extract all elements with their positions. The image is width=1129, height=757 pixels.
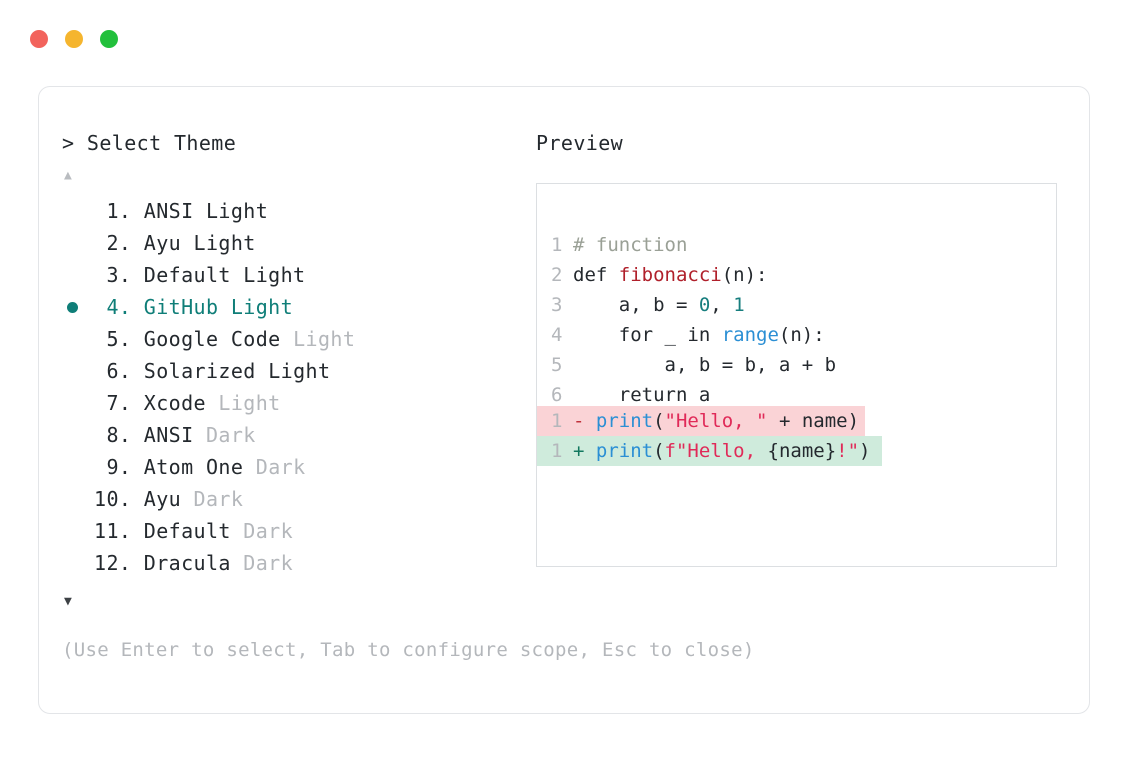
theme-variant-label: Light (268, 359, 331, 383)
diff-line-add: 1 + print(f"Hello, {name}!") (537, 436, 883, 466)
selector-prompt: > Select Theme (62, 131, 237, 155)
code-token: , (710, 294, 734, 316)
code-line: 4 for _ in range(n): (551, 320, 836, 350)
code-token: return a (573, 384, 711, 406)
line-number: 4 (551, 324, 563, 346)
theme-variant-label: Dark (243, 519, 294, 543)
line-number: 3 (551, 294, 563, 316)
line-number: 1 (551, 234, 563, 256)
code-token: f"Hello, (664, 440, 768, 462)
theme-item-label: 10. Ayu Dark (94, 487, 244, 511)
code-token: print (595, 410, 654, 432)
code-line: 1 # function (551, 230, 836, 260)
code-token: 1 (733, 294, 745, 316)
line-number: 5 (551, 354, 563, 376)
preview-title: Preview (536, 131, 624, 155)
line-number: 1 (551, 440, 563, 462)
code-token: !" (836, 440, 860, 462)
minimize-window-button[interactable] (65, 30, 83, 48)
theme-variant-label: Light (230, 295, 294, 319)
diff-marker: - (573, 410, 596, 432)
keyboard-hint: (Use Enter to select, Tab to configure s… (62, 639, 755, 661)
close-window-button[interactable] (30, 30, 48, 48)
theme-list-item[interactable]: 11. Default Dark (62, 515, 532, 547)
theme-item-label: 3. Default Light (94, 263, 306, 287)
theme-list-item[interactable]: 4. GitHub Light (62, 291, 532, 323)
theme-item-label: 9. Atom One Dark (94, 455, 306, 479)
code-line: 5 a, b = b, a + b (551, 350, 836, 380)
code-token: ( (653, 410, 665, 432)
diff-marker: + (573, 440, 596, 462)
theme-variant-label: Dark (205, 423, 256, 447)
scroll-up-arrow-icon[interactable]: ▲ (64, 168, 72, 183)
code-token: fibonacci (618, 264, 722, 286)
code-token: ( (653, 440, 665, 462)
code-token: print (595, 440, 654, 462)
code-token: for _ in (573, 324, 722, 346)
theme-variant-label: Light (193, 231, 256, 255)
theme-item-label: 11. Default Dark (94, 519, 294, 543)
line-number: 2 (551, 264, 563, 286)
line-number: 1 (551, 410, 563, 432)
theme-variant-label: Light (243, 263, 306, 287)
code-token: {name} (767, 440, 837, 462)
line-number: 6 (551, 384, 563, 406)
theme-list-item[interactable]: 10. Ayu Dark (62, 483, 532, 515)
diff-sample: 1- print("Hello, " + name)1+ print(f"Hel… (537, 406, 1056, 466)
theme-variant-label: Light (205, 199, 269, 223)
theme-variant-label: Light (218, 391, 281, 415)
theme-item-label: 12. Dracula Dark (94, 551, 294, 575)
theme-item-label: 5. Google Code Light (94, 327, 356, 351)
theme-list-item[interactable]: 9. Atom One Dark (62, 451, 532, 483)
code-token: a, b = b, a + b (573, 354, 837, 376)
theme-item-label: 6. Solarized Light (94, 359, 331, 383)
maximize-window-button[interactable] (100, 30, 118, 48)
code-line: 6 return a (551, 380, 836, 410)
diff-line-del: 1- print("Hello, " + name) (537, 406, 866, 436)
code-token: "Hello, " (664, 410, 768, 432)
theme-picker-card: > Select Theme ▲ 1. ANSI Light 2. Ayu Li… (38, 86, 1090, 714)
theme-item-label: 2. Ayu Light (94, 231, 256, 255)
theme-list-item[interactable]: 8. ANSI Dark (62, 419, 532, 451)
theme-variant-label: Dark (255, 455, 306, 479)
theme-item-label: 4. GitHub Light (94, 295, 294, 319)
code-line: 3 a, b = 0, 1 (551, 290, 836, 320)
scroll-down-arrow-icon[interactable]: ▼ (64, 594, 72, 609)
code-token: range (721, 324, 779, 346)
window-controls (30, 30, 118, 48)
theme-item-label: 7. Xcode Light (94, 391, 281, 415)
theme-list-item[interactable]: 5. Google Code Light (62, 323, 532, 355)
code-token: a, b = (573, 294, 699, 316)
code-token: 0 (698, 294, 711, 316)
code-token: (n): (721, 264, 768, 286)
code-token: ) (859, 440, 871, 462)
theme-variant-label: Light (293, 327, 356, 351)
theme-item-label: 8. ANSI Dark (94, 423, 256, 447)
theme-list-item[interactable]: 1. ANSI Light (62, 195, 532, 227)
theme-item-label: 1. ANSI Light (94, 199, 269, 223)
code-token: # function (573, 234, 688, 256)
theme-selector-pane: > Select Theme ▲ 1. ANSI Light 2. Ayu Li… (62, 131, 532, 609)
theme-variant-label: Dark (243, 551, 294, 575)
theme-list: 1. ANSI Light 2. Ayu Light 3. Default Li… (62, 195, 532, 579)
code-token: (n): (778, 324, 825, 346)
code-token: + name) (767, 410, 860, 432)
code-line: 2 def fibonacci(n): (551, 260, 836, 290)
selected-indicator-icon (67, 302, 78, 313)
code-token: def (573, 264, 619, 286)
theme-list-item[interactable]: 2. Ayu Light (62, 227, 532, 259)
theme-list-item[interactable]: 12. Dracula Dark (62, 547, 532, 579)
theme-list-item[interactable]: 6. Solarized Light (62, 355, 532, 387)
theme-variant-label: Dark (193, 487, 244, 511)
theme-list-item[interactable]: 7. Xcode Light (62, 387, 532, 419)
theme-list-item[interactable]: 3. Default Light (62, 259, 532, 291)
